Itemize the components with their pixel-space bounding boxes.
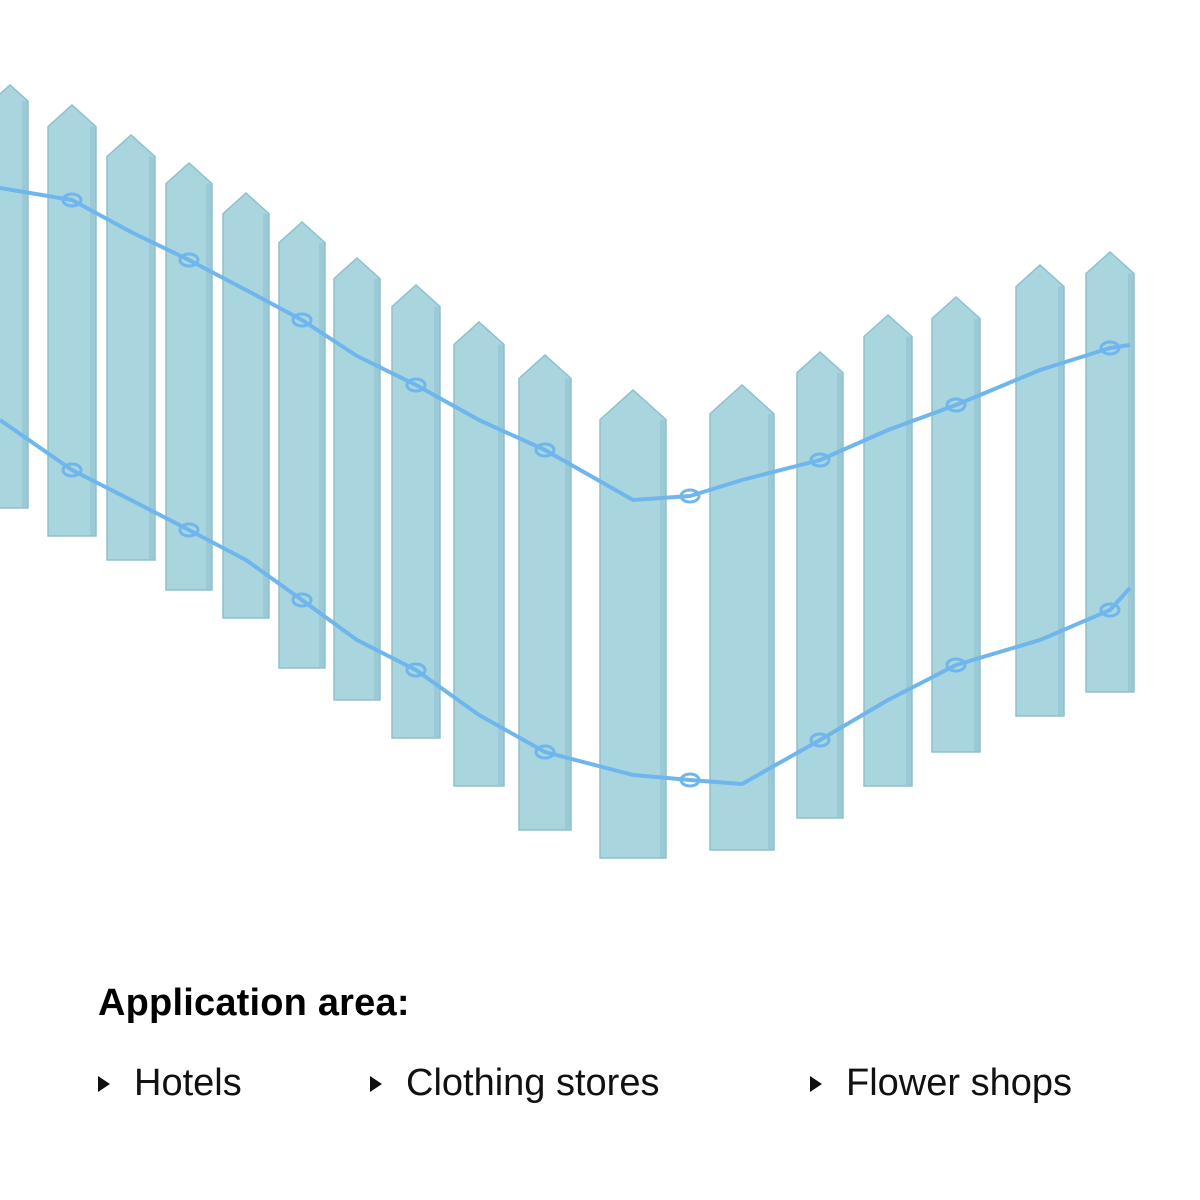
fence-picket xyxy=(1015,263,1065,717)
fence-picket-shade xyxy=(1058,286,1064,716)
fence-picket xyxy=(278,220,326,669)
application-item-hotels: Hotels xyxy=(98,1062,242,1105)
fence-pickets xyxy=(0,83,1135,859)
fence-picket-shade xyxy=(498,344,504,786)
fence-picket-shade xyxy=(206,183,212,590)
fence-picket-shade xyxy=(974,318,980,752)
fence-picket-shade xyxy=(768,413,774,850)
fence-wire-twist xyxy=(405,662,427,678)
fence-wire-twist xyxy=(534,744,556,760)
fence-picket xyxy=(931,295,981,753)
fence-picket xyxy=(453,320,505,787)
application-area-heading: Application area: xyxy=(98,982,410,1024)
triangle-bullet-icon xyxy=(98,1075,110,1092)
fence-wire-twist xyxy=(291,592,313,608)
fence-product-image xyxy=(0,83,1135,859)
fence-picket-shade xyxy=(565,378,571,830)
fence-wire-twist xyxy=(809,732,831,748)
fence-picket xyxy=(518,353,572,831)
fence-picket xyxy=(222,191,270,619)
fence-wire-twist xyxy=(679,772,701,788)
application-item-label: Hotels xyxy=(134,1062,242,1104)
fence-wire-upper xyxy=(0,186,1131,502)
fence-wire-twist xyxy=(1099,602,1121,618)
fence-wire-twist xyxy=(405,377,427,393)
fence-picket-shade xyxy=(319,242,325,668)
fence-wire-twist xyxy=(534,442,556,458)
fence-wire-twist xyxy=(679,488,701,504)
triangle-bullet-icon xyxy=(370,1075,382,1092)
fence-wire-twist xyxy=(945,397,967,413)
fence-wire-twist xyxy=(61,462,83,478)
fence-wire-twist xyxy=(178,522,200,538)
fence-picket-shade xyxy=(22,101,28,508)
fence-picket xyxy=(709,383,775,851)
fence-wire-twist xyxy=(291,312,313,328)
fence-picket-shade xyxy=(837,372,843,818)
fence-picket-shade xyxy=(374,278,380,700)
fence-picket xyxy=(863,313,913,787)
application-item-flower-shops: Flower shops xyxy=(810,1062,1072,1105)
fence-picket xyxy=(333,256,381,701)
fence-wires xyxy=(0,186,1132,788)
fence-picket-shade xyxy=(1128,273,1134,692)
fence-picket xyxy=(796,350,844,819)
fence-picket xyxy=(106,133,156,561)
fence-wire-twist xyxy=(178,252,200,268)
application-item-clothing-stores: Clothing stores xyxy=(370,1062,659,1105)
fence-picket-shade xyxy=(149,156,155,560)
fence-wire-twist xyxy=(945,657,967,673)
fence-picket-shade xyxy=(906,336,912,786)
fence-wire-twist xyxy=(1099,340,1121,356)
fence-picket-shade xyxy=(660,419,666,858)
fence-wire-twist xyxy=(809,452,831,468)
fence-picket xyxy=(1085,250,1135,693)
fence-wire-twist xyxy=(61,192,83,208)
fence-wire-lower xyxy=(0,418,1132,786)
fence-picket xyxy=(599,388,667,859)
fence-picket-shade xyxy=(263,213,269,618)
application-item-label: Flower shops xyxy=(846,1062,1072,1104)
application-item-label: Clothing stores xyxy=(406,1062,660,1104)
fence-picket-shade xyxy=(434,306,440,738)
triangle-bullet-icon xyxy=(810,1075,822,1092)
fence-picket xyxy=(165,161,213,591)
fence-picket xyxy=(391,283,441,739)
fence-picket-shade xyxy=(90,126,96,536)
